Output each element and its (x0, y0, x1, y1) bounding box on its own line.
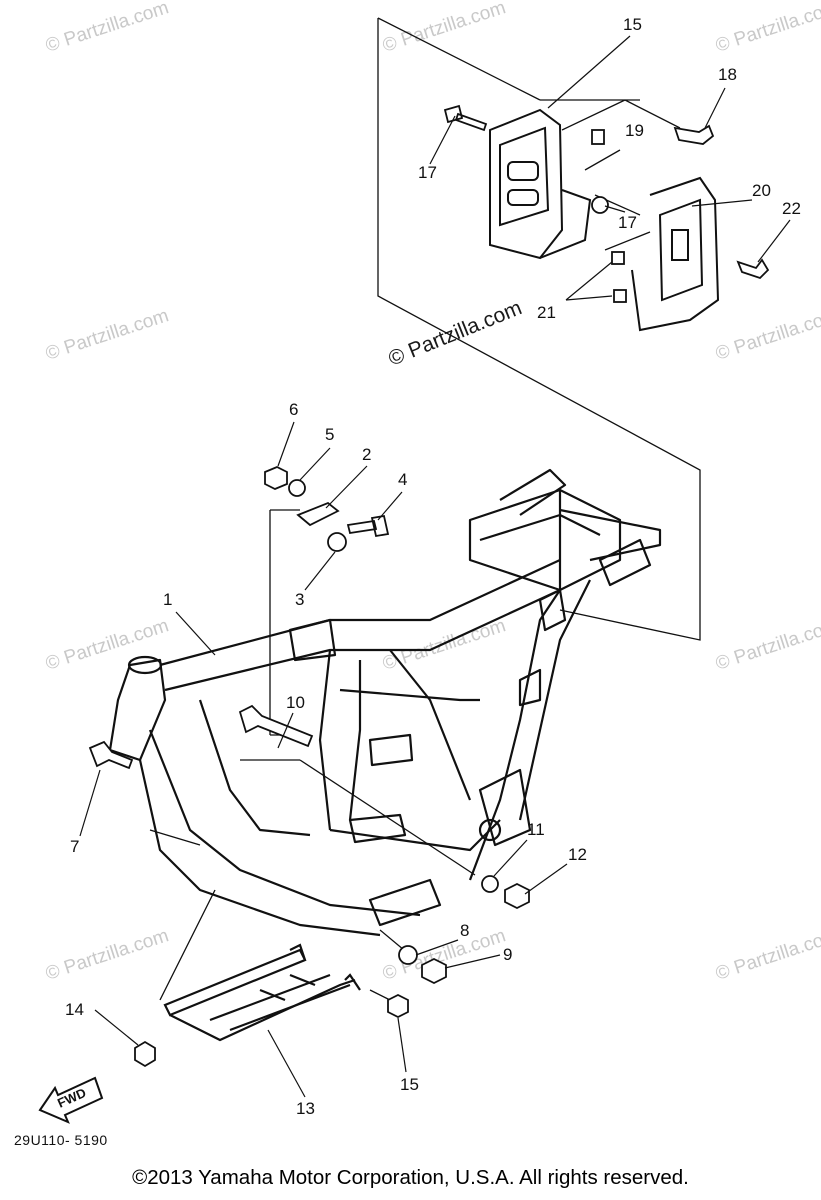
callout-17-upper: 17 (418, 163, 437, 182)
engine-guard-13 (163, 943, 361, 1042)
callout-12: 12 (568, 845, 587, 864)
callout-1: 1 (163, 590, 172, 609)
callout-18: 18 (718, 65, 737, 84)
callout-4: 4 (398, 470, 407, 489)
watermark-text: © Partzilla.com (380, 615, 508, 675)
callout-10: 10 (286, 693, 305, 712)
bolt-17-lower (591, 196, 609, 214)
small-fasteners-top (443, 104, 770, 303)
watermark-text: © Partzilla.com (713, 305, 821, 365)
callout-5: 5 (325, 425, 334, 444)
bolt-17-upper (443, 104, 488, 132)
callout-7: 7 (70, 837, 79, 856)
callout-20: 20 (752, 181, 771, 200)
watermark-text: © Partzilla.com (43, 925, 171, 985)
washer-5 (288, 479, 306, 497)
battery-bracket-assembly (489, 108, 720, 332)
washer-11 (481, 875, 499, 893)
callout-14: 14 (65, 1000, 84, 1019)
diagram-code: 29U110- 5190 (14, 1132, 108, 1148)
watermark-text: © Partzilla.com (43, 615, 171, 675)
bolt-14 (134, 1040, 156, 1068)
nut-9 (421, 957, 447, 985)
callout-15: 15 (400, 1075, 419, 1094)
callout-leaders (79, 35, 791, 1098)
callout-8: 8 (460, 921, 469, 940)
collar-8 (398, 945, 418, 965)
copyright-notice: ©2013 Yamaha Motor Corporation, U.S.A. A… (132, 1166, 689, 1189)
callout-19: 19 (625, 121, 644, 140)
callout-11: 11 (527, 820, 545, 839)
callout-6: 6 (289, 400, 298, 419)
bracket-2 (296, 501, 340, 527)
bolt-4 (346, 514, 390, 538)
clip-21b (613, 289, 627, 303)
watermark-text: © Partzilla.com (713, 0, 821, 57)
watermark-text: © Partzilla.com (713, 925, 821, 985)
clip-21a (611, 251, 625, 265)
clip-19 (591, 129, 605, 145)
bolt-18 (673, 124, 715, 145)
callout-9: 9 (503, 945, 512, 964)
callout-17-lower: 17 (618, 213, 637, 232)
watermark-text: © Partzilla.com (43, 0, 171, 57)
callout-16: 15 (623, 15, 642, 34)
frame-fasteners (88, 466, 530, 1068)
callout-13: 13 (296, 1099, 315, 1118)
callout-21: 21 (537, 303, 556, 322)
nut-6 (264, 466, 288, 490)
watermark-accent-text: © Partzilla.com (385, 296, 525, 370)
frame-assembly (108, 468, 662, 937)
forward-direction-arrow: FWD (38, 1076, 104, 1124)
watermark-layer: © Partzilla.com © Partzilla.com © Partzi… (43, 0, 821, 985)
bolt-7 (88, 740, 134, 770)
callout-2: 2 (362, 445, 371, 464)
nut-15 (387, 993, 409, 1019)
bolt-22 (736, 258, 770, 280)
callout-22: 22 (782, 199, 801, 218)
nut-3 (327, 532, 347, 552)
callout-3: 3 (295, 590, 304, 609)
nut-12 (504, 882, 530, 910)
watermark-text: © Partzilla.com (713, 615, 821, 675)
bolt-10 (238, 704, 314, 748)
callout-labels: 15 18 19 17 17 20 22 21 6 5 2 4 3 1 10 7… (65, 15, 801, 1118)
watermark-text: © Partzilla.com (43, 305, 171, 365)
